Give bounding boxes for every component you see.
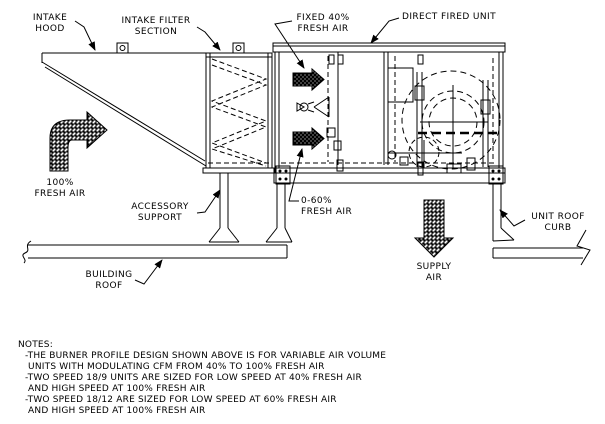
label-supply-air: SUPPLY AIR (416, 262, 452, 283)
leader-lines (74, 17, 526, 285)
leader-intake-hood (74, 20, 96, 51)
label-direct-fired-unit: DIRECT FIRED UNIT (402, 12, 497, 22)
building-roof-drawing (22, 229, 591, 266)
label-100-fresh-air: 100% FRESH AIR (34, 178, 86, 199)
modulating-air-arrow-icon (292, 126, 325, 151)
burner-access-panel (387, 67, 414, 103)
label-accessory-support: ACCESSORY SUPPORT (131, 202, 189, 223)
label-intake-hood: INTAKE HOOD (32, 13, 68, 34)
leader-unit-roof-curb (499, 209, 526, 227)
note-line: AND HIGH SPEED AT 100% FRESH AIR (25, 406, 206, 416)
note-line: UNITS WITH MODULATING CFM FROM 40% TO 10… (25, 362, 325, 372)
intake-hood-drawing (41, 42, 207, 167)
lifting-lug-icon (116, 42, 129, 54)
leader-fixed-air (274, 20, 305, 69)
note-line: AND HIGH SPEED AT 100% FRESH AIR (25, 384, 206, 394)
leader-intake-filter (196, 26, 221, 51)
note-line: -TWO SPEED 18/9 UNITS ARE SIZED FOR LOW … (25, 373, 362, 383)
roof-break-icon (22, 240, 32, 264)
mounting-bracket-icon (275, 165, 291, 185)
notes-section: NOTES: -THE BURNER PROFILE DESIGN SHOWN … (18, 340, 386, 417)
leader-direct-fired-unit (370, 17, 400, 44)
accessory-support-legs (208, 173, 293, 243)
label-building-roof: BUILDING ROOF (85, 270, 133, 291)
filter-section-drawing (202, 42, 276, 174)
fan-drawing (388, 70, 501, 170)
notes-heading: NOTES: (18, 340, 53, 350)
note-line: -TWO SPEED 18/12 ARE SIZED FOR LOW SPEED… (25, 395, 337, 405)
label-unit-roof-curb: UNIT ROOF CURB (531, 212, 585, 233)
roof-break-icon (576, 229, 591, 266)
label-fixed-fresh-air: FIXED 40% FRESH AIR (296, 13, 350, 34)
label-intake-filter-section: INTAKE FILTER SECTION (121, 16, 191, 37)
leader-0-60-air (288, 148, 304, 202)
supply-air-arrow-icon (413, 199, 455, 258)
fresh-air-inlet-arrow-icon (49, 110, 108, 172)
lifting-lug-icon (232, 42, 245, 54)
leader-accessory-support (196, 189, 221, 214)
label-0-60-fresh-air: 0-60% FRESH AIR (301, 196, 353, 217)
burner-icon (296, 96, 330, 118)
leader-building-roof (134, 259, 163, 285)
note-line: -THE BURNER PROFILE DESIGN SHOWN ABOVE I… (25, 351, 387, 361)
unit-roof-curb-drawing (492, 184, 515, 242)
mounting-bracket-icon (488, 165, 504, 185)
fixed-air-arrow-icon (292, 67, 325, 92)
filter-media-zigzag (210, 58, 268, 167)
unit-body-drawing (272, 42, 506, 185)
motor-pulley-icon (408, 136, 440, 168)
